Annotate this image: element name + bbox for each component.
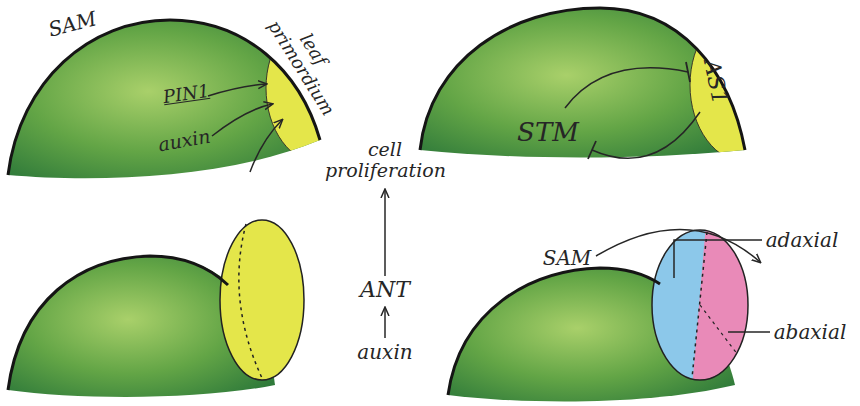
gene-label: STM: [517, 118, 579, 147]
side-label: abaxial: [774, 321, 847, 343]
gene-label: ANT: [360, 278, 410, 302]
process-label: cell proliferation: [325, 139, 445, 181]
hormone-label: auxin: [357, 341, 412, 363]
meristem-label: SAM: [46, 7, 99, 40]
panel-four: [448, 229, 770, 401]
panel-two: [420, 7, 806, 163]
meristem-label: SAM: [543, 247, 592, 269]
panel-three: [8, 190, 385, 397]
side-label: adaxial: [766, 229, 839, 251]
